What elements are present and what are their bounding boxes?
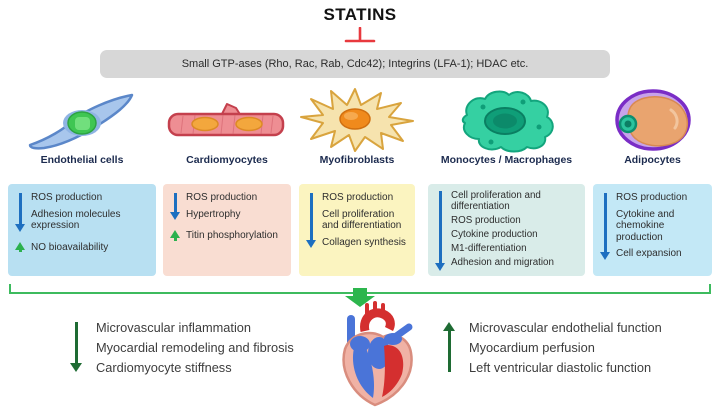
- effect-item: Cell expansion: [616, 248, 682, 260]
- cell-label-adipocytes: Adipocytes: [624, 154, 681, 166]
- effect-item: Hypertrophy: [186, 208, 241, 220]
- effect-item: ROS production: [31, 192, 103, 203]
- cardiomyocyte-cell-icon: [165, 88, 289, 152]
- down-arrow-icon: [600, 192, 611, 260]
- outcome-item: Myocardium perfusion: [469, 340, 595, 355]
- diagram-title: STATINS: [323, 5, 397, 24]
- macrophage-cell-icon: [453, 88, 561, 153]
- outcome-item: Cardiomyocyte stiffness: [96, 360, 232, 375]
- down-arrow-icon: [170, 192, 181, 221]
- effect-item: ROS production: [322, 192, 394, 203]
- down-arrow-icon: [15, 192, 26, 232]
- outcome-item: Left ventricular diastolic function: [469, 360, 652, 375]
- cell-label-monocytes-macrophages: Monocytes / Macrophages: [440, 154, 573, 166]
- cell-label-cardiomyocytes: Cardiomyocytes: [186, 154, 268, 166]
- effect-item: ROS production: [616, 192, 688, 203]
- down-arrow-icon: [306, 192, 317, 249]
- effect-item: Adhesion molecules expression: [31, 208, 121, 232]
- myofibroblast-cell-icon: [297, 88, 417, 152]
- effect-item: Collagen synthesis: [322, 236, 406, 248]
- outcome-item: Microvascular inflammation: [96, 320, 252, 335]
- effect-item: NO bioavailability: [31, 241, 109, 253]
- effect-group: Titin phosphorylation: [170, 230, 285, 242]
- effect-item: Cytokine and chemokine production: [616, 208, 675, 243]
- up-arrow-icon: [15, 241, 26, 254]
- effect-item: Adhesion and migration: [451, 257, 554, 269]
- adipocyte-cell-icon: [603, 88, 703, 152]
- collect-bracket-icon: [9, 284, 711, 307]
- effect-item: Cell proliferation and differentiation: [322, 208, 402, 232]
- molecular-targets-box: Small GTP-ases (Rho, Rac, Rab, Cdc42); I…: [100, 50, 610, 78]
- effect-item: ROS production: [186, 192, 258, 203]
- inhibition-bar-icon: [344, 27, 376, 43]
- up-arrow-icon: [170, 230, 181, 242]
- heart-icon: [342, 301, 413, 407]
- outcome-item: Myocardial remodeling and fibrosis: [96, 340, 294, 355]
- effect-group: NO bioavailability: [15, 241, 150, 254]
- cell-label-endothelial: Endothelial cells: [40, 154, 124, 166]
- endothelial-cell-icon: [26, 88, 138, 152]
- effect-item: Cytokine production: [451, 229, 538, 241]
- outcome-item: Microvascular endothelial function: [469, 320, 662, 335]
- effect-item: M1-differentiation: [451, 243, 527, 255]
- molecular-targets-text: Small GTP-ases (Rho, Rac, Rab, Cdc42); I…: [181, 58, 529, 70]
- effect-item: Titin phosphorylation: [186, 230, 278, 242]
- down-arrow-icon: [435, 190, 446, 272]
- effect-item: Cell proliferation and differentiation: [451, 190, 541, 213]
- increase-arrow-icon: [443, 322, 456, 372]
- effect-item: ROS production: [451, 215, 521, 227]
- cell-label-myofibroblasts: Myofibroblasts: [319, 154, 395, 166]
- column-monocytes-macrophages: Monocytes / Macrophages Cell proliferati…: [428, 88, 585, 276]
- decrease-arrow-icon: [70, 322, 83, 372]
